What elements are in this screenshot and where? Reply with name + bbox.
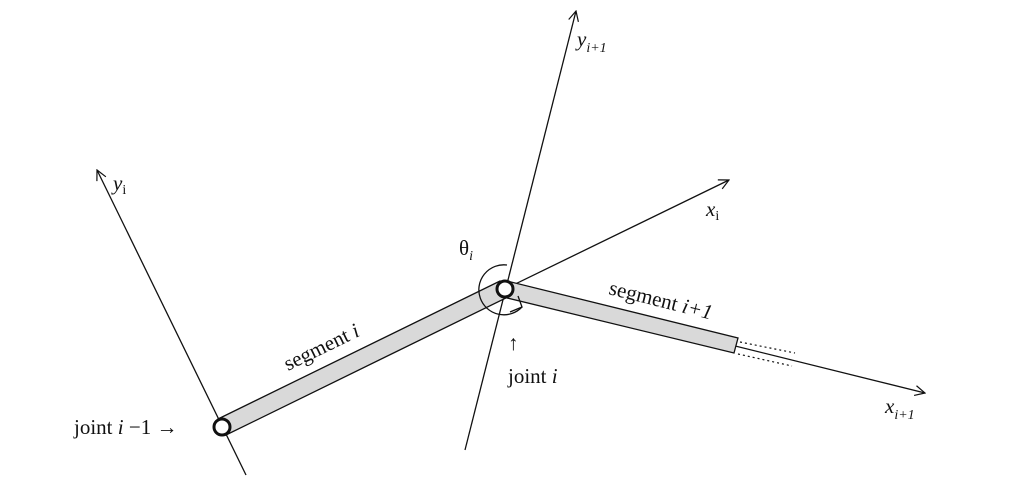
joint-i-minus-1-circle [212, 417, 232, 437]
x-i-plus-1-label: xi+1 [884, 394, 915, 423]
y-i-plus-1-label: yi+1 [575, 27, 607, 56]
y-i-plus-1-axis [464, 11, 576, 451]
y-i-label: yi [111, 171, 126, 198]
x-i-label: xi [705, 197, 719, 224]
theta-rotation-arc [478, 264, 523, 316]
joint-i-minus-1-label: joint i −1 → [73, 415, 177, 439]
segment-i-bar [217, 280, 509, 436]
joint-i-arrow: ↑ [508, 331, 519, 355]
x-i-axis [504, 180, 729, 290]
segment-continuation-dots-lower [737, 353, 793, 367]
theta-rotation-arrowhead [509, 295, 523, 313]
theta-i-label: θi [459, 236, 473, 264]
joint-i-circle [495, 279, 515, 299]
segment-continuation-dots-upper [739, 341, 796, 354]
joint-i-label: joint i [507, 364, 558, 388]
